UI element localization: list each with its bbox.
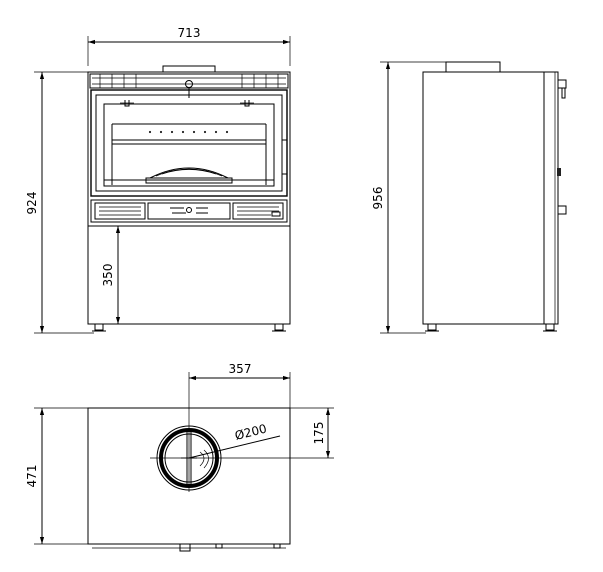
front-foot-left xyxy=(94,324,104,331)
top-knob-1 xyxy=(179,543,191,552)
side-foot-right xyxy=(545,324,555,331)
front-glass xyxy=(103,103,275,187)
front-flue-collar xyxy=(162,65,216,73)
side-knob-bottom xyxy=(557,205,567,215)
side-knob-top xyxy=(557,79,567,89)
front-grate xyxy=(149,167,229,179)
air-holes xyxy=(148,130,229,134)
front-ash-drawer xyxy=(147,202,231,220)
side-height-label: 956 xyxy=(371,187,385,210)
diameter-leader xyxy=(188,435,281,459)
side-flue-collar xyxy=(445,61,501,73)
front-air-knob xyxy=(185,80,193,88)
side-foot-left xyxy=(427,324,437,331)
front-foot-right xyxy=(274,324,284,331)
side-view: 956 xyxy=(371,61,567,334)
front-base-label: 350 xyxy=(101,264,115,287)
side-handle xyxy=(557,168,561,176)
top-view: Ø200 357 175 471 xyxy=(25,362,334,552)
front-door-handle xyxy=(281,139,288,175)
front-width-label: 713 xyxy=(178,26,201,40)
flue-x-label: 357 xyxy=(229,362,252,376)
front-view: 713 924 350 xyxy=(25,26,291,334)
top-depth-label: 471 xyxy=(25,465,39,488)
flue-y-label: 175 xyxy=(312,422,326,445)
front-ash-band xyxy=(90,199,288,223)
front-height-label: 924 xyxy=(25,192,39,215)
side-body-outline xyxy=(422,71,559,325)
